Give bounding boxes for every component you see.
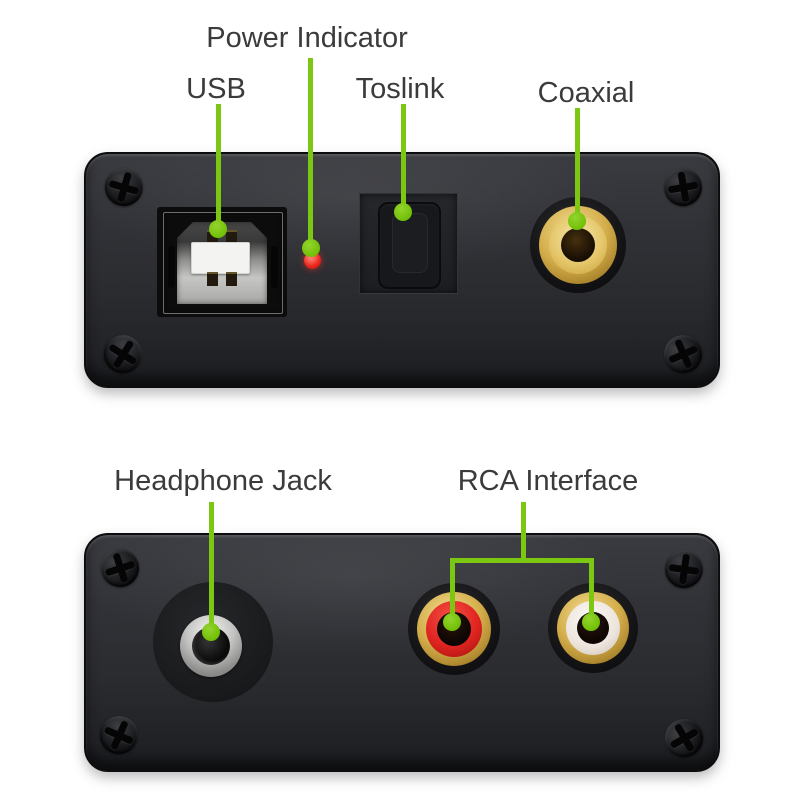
leader-dot-rca-red <box>443 613 461 631</box>
toslink-port <box>359 193 458 294</box>
usb-contact-pin <box>226 230 237 244</box>
dac-front-panel <box>84 533 720 772</box>
leader-dot-coaxial <box>568 212 586 230</box>
leader-line-toslink <box>401 104 406 213</box>
label-usb: USB <box>186 73 246 105</box>
usb-side-notch <box>271 246 278 288</box>
usb-side-notch <box>168 246 175 288</box>
leader-line-rca-left <box>450 558 455 624</box>
phillips-screw-icon <box>96 544 144 592</box>
toslink-flap <box>392 213 428 273</box>
leader-line-rca-right <box>589 558 594 624</box>
leader-line-headphone <box>209 502 214 633</box>
label-rca-interface: RCA Interface <box>457 465 639 497</box>
coaxial-hole <box>561 228 595 262</box>
phillips-screw-icon <box>658 712 710 764</box>
leader-dot-rca-white <box>582 613 600 631</box>
usb-contact-pin <box>226 272 237 286</box>
phillips-screw-icon <box>93 709 145 761</box>
label-power-indicator: Power Indicator <box>206 22 408 54</box>
phillips-screw-icon <box>657 328 709 380</box>
leader-line-coaxial <box>575 108 580 222</box>
usb-contact-pin <box>207 272 218 286</box>
phillips-screw-icon <box>662 547 706 591</box>
leader-line-power-indicator <box>308 58 313 249</box>
phillips-screw-icon <box>96 327 150 381</box>
leader-line-usb <box>216 104 221 230</box>
leader-dot-usb <box>209 220 227 238</box>
leader-dot-toslink <box>394 203 412 221</box>
usb-plastic-tab <box>191 242 250 274</box>
label-toslink: Toslink <box>355 73 445 105</box>
phillips-screw-icon <box>660 164 706 210</box>
phillips-screw-icon <box>100 163 148 211</box>
leader-dot-headphone <box>202 623 220 641</box>
label-headphone-jack: Headphone Jack <box>114 465 332 497</box>
label-coaxial: Coaxial <box>537 77 635 109</box>
leader-line-rca-stem <box>521 502 526 563</box>
leader-line-rca-branch <box>450 558 594 563</box>
leader-dot-power-indicator <box>302 239 320 257</box>
